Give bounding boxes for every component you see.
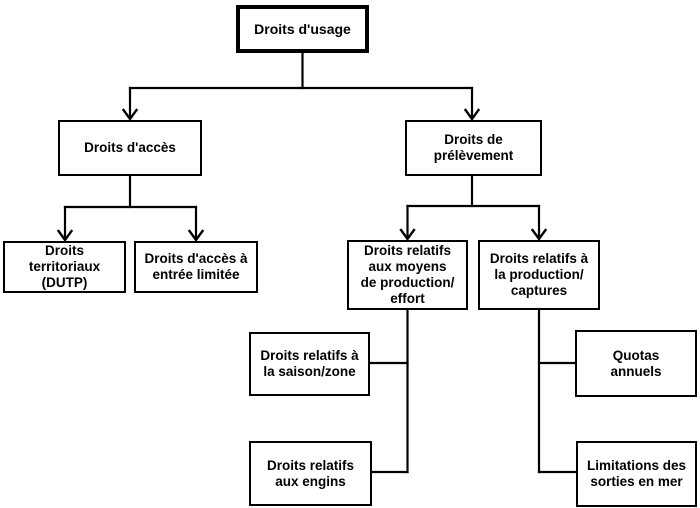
- node-droits-engins: Droits relatifs aux engins: [249, 441, 372, 506]
- node-droits-moyens-production-effort: Droits relatifs aux moyens de production…: [347, 240, 468, 310]
- node-label: Droits relatifs aux engins: [266, 457, 355, 489]
- arrow-down-icon: [121, 108, 139, 122]
- node-droits-production-captures: Droits relatifs à la production/ capture…: [478, 240, 600, 310]
- node-label: Droits relatifs à la saison/zone: [260, 348, 359, 379]
- node-quotas-annuels: Quotas annuels: [575, 330, 697, 397]
- node-droits-acces: Droits d'accès: [58, 120, 202, 176]
- node-droits-prelevement: Droits de prélèvement: [405, 120, 542, 176]
- node-limitations-sorties-en-mer: Limitations des sorties en mer: [576, 441, 697, 507]
- node-label: Droits territoriaux (DUTP): [28, 243, 101, 290]
- arrow-down-icon: [463, 108, 481, 122]
- arrowheads: [56, 108, 548, 243]
- node-label: Droits relatifs à la production/ capture…: [489, 251, 589, 298]
- node-droits-usage: Droits d'usage: [236, 5, 369, 53]
- arrow-down-icon: [530, 228, 548, 242]
- node-droits-acces-entree-limitee: Droits d'accès à entrée limitée: [134, 241, 258, 293]
- node-label: Limitations des sorties en mer: [586, 458, 686, 489]
- node-label: Droits relatifs aux moyens de production…: [360, 243, 455, 306]
- node-label: Droits d'usage: [254, 21, 351, 37]
- arrow-down-icon: [399, 228, 416, 242]
- node-label: Droits d'accès: [84, 140, 176, 155]
- node-label: Quotas annuels: [610, 347, 662, 379]
- node-droits-saison-zone: Droits relatifs à la saison/zone: [249, 332, 370, 396]
- node-label: Droits d'accès à entrée limitée: [144, 251, 248, 282]
- tree-edges: [63, 51, 578, 474]
- node-label: Droits de prélèvement: [433, 132, 514, 163]
- arrow-down-icon: [56, 229, 74, 243]
- node-droits-territoriaux-dutp: Droits territoriaux (DUTP): [3, 241, 126, 293]
- arrow-down-icon: [187, 229, 205, 243]
